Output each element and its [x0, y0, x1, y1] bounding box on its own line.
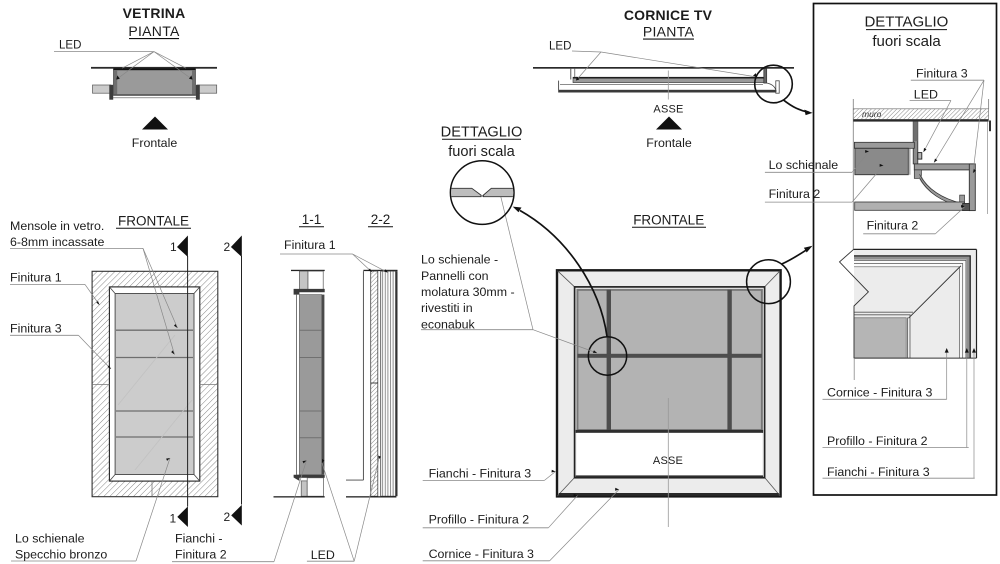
svg-text:ASSE: ASSE [653, 104, 683, 116]
svg-text:Specchio bronzo: Specchio bronzo [15, 548, 107, 562]
svg-text:Lo schienale: Lo schienale [15, 532, 85, 546]
svg-text:fuori scala: fuori scala [448, 144, 515, 160]
svg-text:1: 1 [170, 512, 177, 526]
svg-text:Mensole in vetro.: Mensole in vetro. [10, 219, 104, 233]
svg-text:LED: LED [311, 548, 335, 562]
svg-text:rivestiti in: rivestiti in [421, 301, 473, 315]
svg-text:molatura 30mm -: molatura 30mm - [421, 285, 515, 299]
svg-text:ASSE: ASSE [653, 455, 683, 467]
svg-text:Profillo - Finitura 2: Profillo - Finitura 2 [429, 513, 530, 527]
svg-text:muro: muro [862, 109, 882, 119]
svg-text:2-2: 2-2 [371, 212, 391, 227]
svg-text:Finitura 3: Finitura 3 [916, 67, 968, 81]
svg-text:Finitura 1: Finitura 1 [10, 271, 62, 285]
svg-text:LED: LED [59, 40, 81, 52]
svg-text:Fianchi -: Fianchi - [175, 532, 223, 546]
svg-text:FRONTALE: FRONTALE [118, 214, 189, 229]
svg-text:6-8mm incassate: 6-8mm incassate [10, 235, 104, 249]
svg-text:1: 1 [170, 240, 177, 254]
svg-text:LED: LED [914, 88, 938, 102]
svg-text:Cornice - Finitura 3: Cornice - Finitura 3 [429, 547, 534, 561]
svg-text:Finitura 2: Finitura 2 [769, 187, 821, 201]
svg-text:FRONTALE: FRONTALE [633, 213, 704, 228]
svg-text:DETTAGLIO: DETTAGLIO [864, 14, 948, 31]
svg-text:PIANTA: PIANTA [643, 24, 695, 40]
svg-text:Cornice - Finitura 3: Cornice - Finitura 3 [827, 386, 932, 400]
svg-text:LED: LED [549, 41, 571, 53]
svg-text:Fianchi - Finitura 3: Fianchi - Finitura 3 [429, 467, 532, 481]
svg-text:Finitura 2: Finitura 2 [175, 548, 227, 562]
svg-text:PIANTA: PIANTA [128, 23, 180, 39]
svg-text:econabuk: econabuk [421, 317, 476, 331]
svg-text:1-1: 1-1 [302, 212, 322, 227]
svg-text:2: 2 [224, 240, 231, 254]
svg-text:Lo schienale: Lo schienale [769, 158, 839, 172]
svg-text:fuori scala: fuori scala [872, 33, 941, 50]
svg-text:Profillo - Finitura 2: Profillo - Finitura 2 [827, 434, 928, 448]
svg-text:Fianchi - Finitura 3: Fianchi - Finitura 3 [827, 465, 930, 479]
svg-text:Finitura 1: Finitura 1 [284, 238, 336, 252]
svg-text:Finitura 2: Finitura 2 [867, 219, 919, 233]
svg-text:Lo schienale -: Lo schienale - [421, 253, 498, 267]
svg-text:2: 2 [224, 510, 231, 524]
svg-text:Finitura 3: Finitura 3 [10, 322, 62, 336]
svg-text:DETTAGLIO: DETTAGLIO [441, 125, 523, 141]
svg-text:Pannelli con: Pannelli con [421, 269, 489, 283]
svg-text:Frontale: Frontale [646, 136, 692, 150]
svg-text:VETRINA: VETRINA [123, 5, 186, 21]
svg-text:Frontale: Frontale [132, 136, 178, 150]
svg-text:CORNICE TV: CORNICE TV [624, 7, 713, 23]
